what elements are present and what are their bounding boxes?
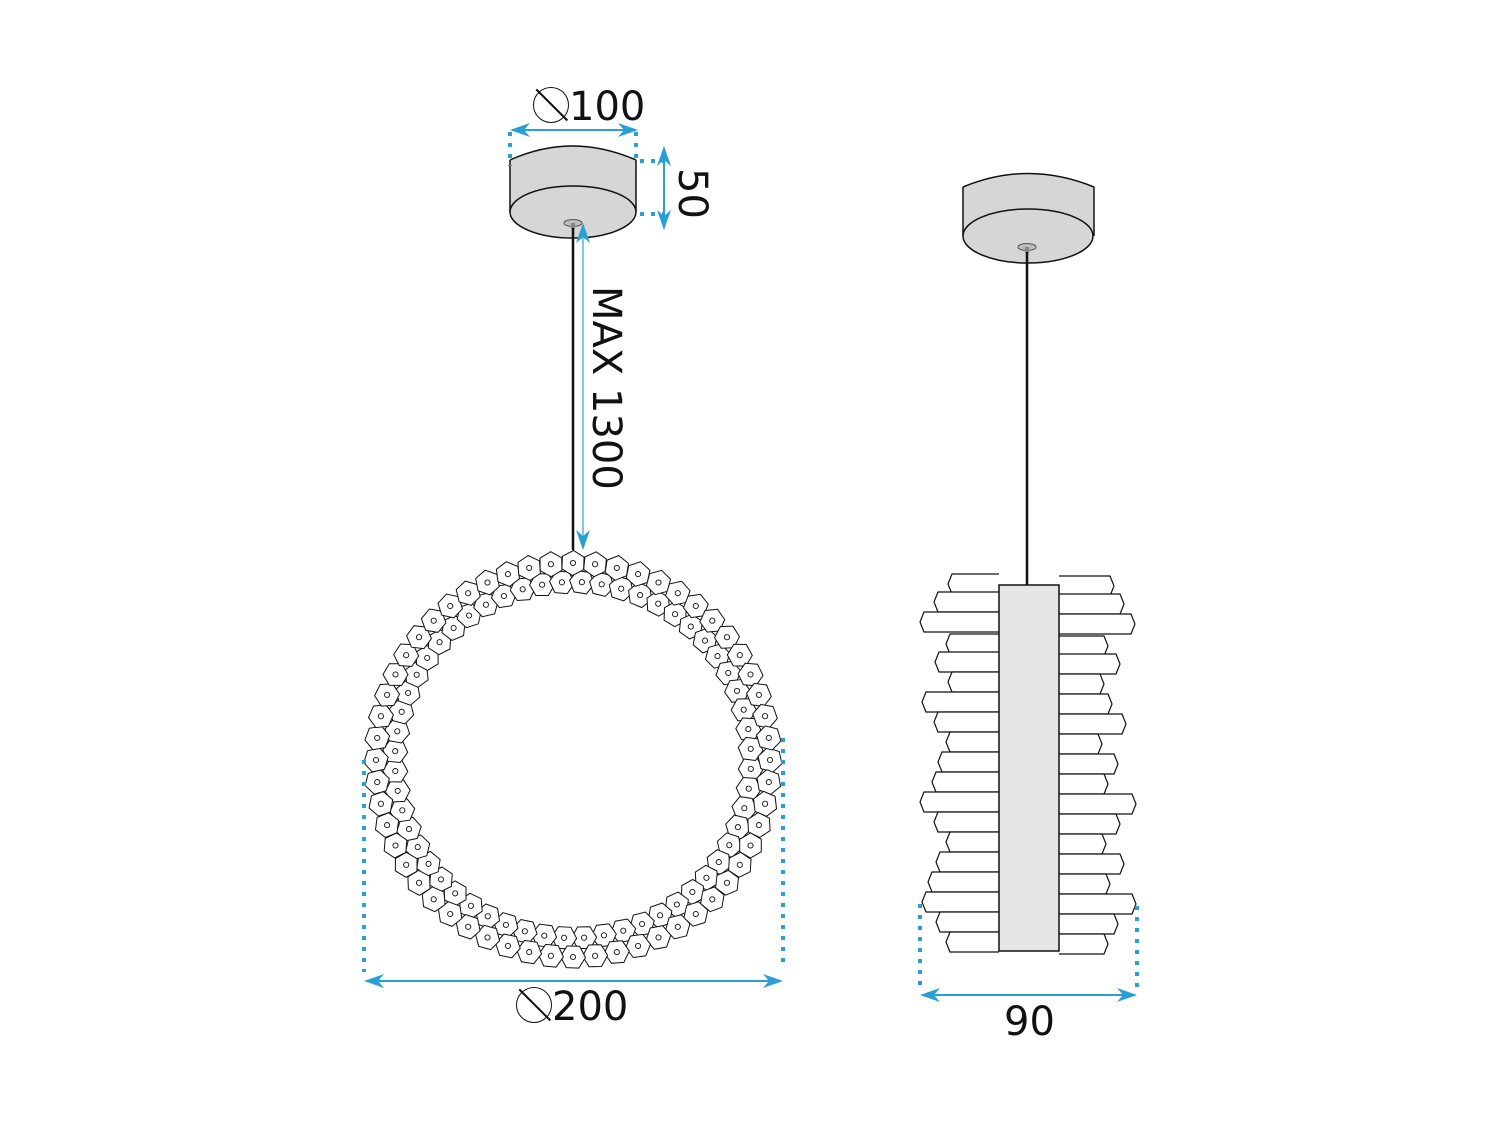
canopy-diameter-label: 100: [533, 87, 645, 127]
side-width-label: 90: [1004, 1002, 1055, 1042]
center-column: [998, 584, 1060, 952]
crystal-bars: [919, 573, 1137, 955]
cable-max-value: MAX 1300: [583, 286, 629, 490]
cable-max-label: MAX 1300: [583, 286, 629, 490]
side-width-value: 90: [1004, 999, 1055, 1045]
canopy-side: [962, 172, 1095, 264]
canopy: [509, 145, 637, 239]
diameter-icon: [516, 987, 552, 1023]
canopy-diameter-value: 100: [569, 84, 646, 130]
canopy-height-dimension: [640, 146, 671, 230]
ring-diameter-label: 200: [516, 987, 628, 1027]
ring-diameter-dimension: [362, 738, 785, 988]
front-view: [362, 123, 785, 988]
crystal-ring: [363, 549, 783, 969]
side-view: [918, 172, 1139, 1002]
ring-diameter-value: 200: [552, 984, 629, 1030]
side-width-dimension: [918, 904, 1139, 1002]
diameter-icon: [533, 87, 569, 123]
canopy-height-value: 50: [669, 168, 715, 219]
canopy-height-label: 50: [669, 168, 715, 219]
canopy-diameter-dimension: [508, 123, 638, 166]
